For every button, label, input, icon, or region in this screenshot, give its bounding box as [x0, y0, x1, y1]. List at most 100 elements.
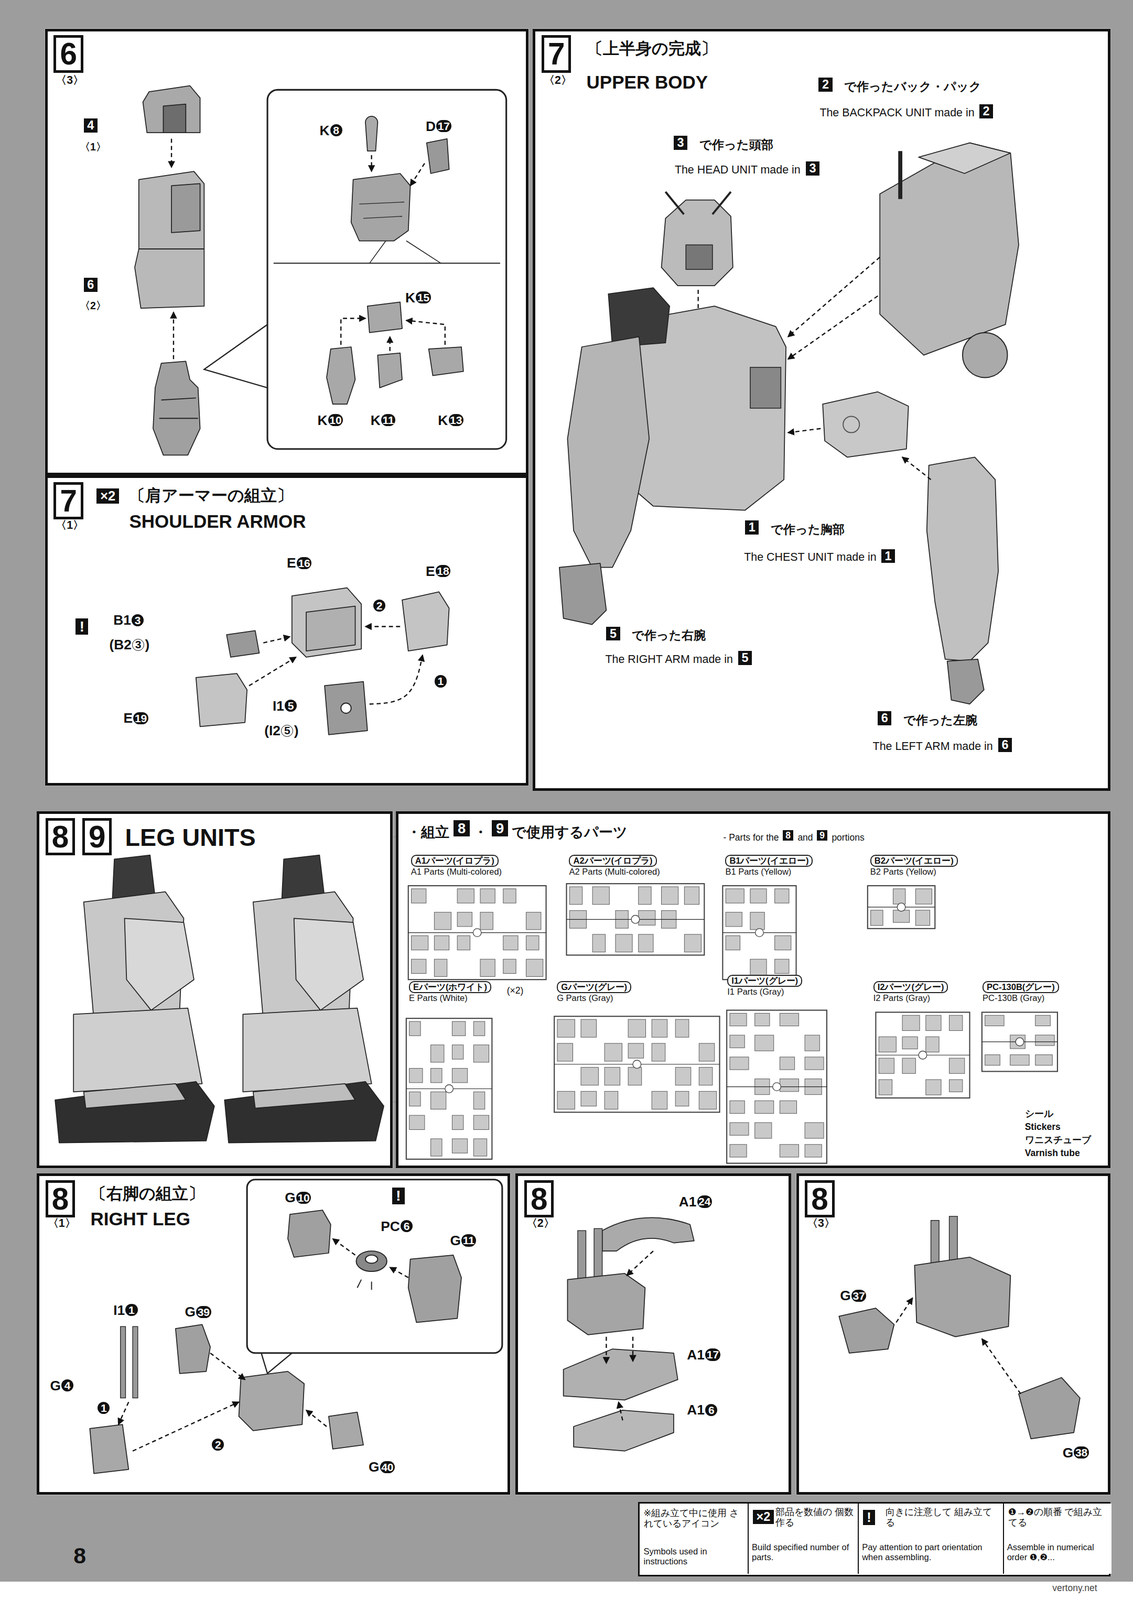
part-number: G11: [449, 1233, 478, 1249]
part-text: 13: [448, 414, 464, 427]
part-text: 38: [1073, 1447, 1089, 1460]
watermark: vertony.net: [1051, 1583, 1098, 1594]
drawing: [503, 959, 516, 974]
drawing: [445, 1085, 454, 1094]
callout-text: で作った左腕: [902, 713, 979, 728]
drawing: [557, 1043, 573, 1062]
part-number: G37: [838, 1288, 868, 1304]
drawing: [1015, 1038, 1024, 1047]
drawing: [503, 889, 516, 904]
drawing: [915, 910, 930, 926]
drawing: [410, 163, 425, 187]
step-panel: 7〈2〉〔上半身の完成〕UPPER BODY: [532, 28, 1111, 792]
part-text: 17: [436, 120, 451, 133]
reference-number: 8: [782, 830, 794, 841]
drawing: [1035, 1035, 1055, 1046]
drawing: [118, 1402, 129, 1426]
sprue-caption-box: A2パーツ(イロプラ)A2 Parts (Multi-colored): [568, 855, 660, 878]
drawing: [698, 1067, 713, 1086]
drawing: [526, 935, 539, 951]
drawing: [83, 1084, 187, 1109]
drawing: [914, 1257, 1011, 1338]
drawing: [210, 1353, 245, 1381]
callout-text: The LEFT ARM made in: [871, 740, 995, 754]
step-number: 8: [45, 1180, 75, 1218]
drawing: [408, 1255, 462, 1324]
reference-number: 9: [491, 820, 508, 837]
part-text: G: [284, 1190, 296, 1206]
drawing: [838, 1308, 894, 1354]
drawing: [473, 1115, 489, 1130]
drawing: [409, 1069, 423, 1084]
drawing: [788, 257, 880, 338]
drawing: [434, 912, 451, 931]
drawing: [580, 1091, 597, 1107]
drawing: [754, 1035, 774, 1052]
drawing: [926, 457, 999, 662]
drawing: [159, 417, 199, 419]
reference-number: 2: [979, 104, 994, 119]
reference-number: 6: [998, 738, 1012, 753]
step-title: SHOULDER ARMOR: [128, 511, 306, 533]
sprue-caption: A1 Parts (Multi-colored): [411, 867, 502, 878]
page-number: 8: [73, 1543, 86, 1570]
drawing: [774, 959, 790, 974]
drawing: [326, 347, 356, 405]
parts-heading: and: [797, 832, 813, 844]
drawing: [430, 1045, 445, 1063]
drawing: [804, 1123, 824, 1139]
drawing: [675, 1019, 689, 1038]
sprue-caption: A2パーツ(イロプラ): [568, 855, 657, 868]
drawing: [294, 918, 364, 1011]
sprue-caption: A1パーツ(イロプラ): [411, 855, 499, 868]
drawing: [892, 910, 910, 923]
part-number: E16: [285, 555, 314, 571]
part-text: I1: [272, 698, 285, 715]
drawing: [242, 1008, 372, 1093]
drawing: [772, 1083, 782, 1092]
part-text: 17: [705, 1349, 720, 1362]
drawing: [985, 1055, 1001, 1066]
sprue-caption: B1 Parts (Yellow): [725, 867, 813, 878]
drawing: [684, 934, 701, 953]
part-text: 37: [851, 1290, 867, 1303]
drawing: [124, 918, 194, 1011]
step-panel: 8〈2〉: [515, 1173, 792, 1496]
part-number: E19: [122, 710, 150, 727]
drawing: [1010, 1055, 1030, 1066]
sprue-caption-box: I2パーツ(グレー)I2 Parts (Gray): [873, 981, 949, 1004]
part-number: A124: [677, 1194, 715, 1211]
sprue-caption: I2 Parts (Gray): [873, 993, 949, 1004]
drawing: [750, 959, 767, 977]
drawing: [580, 1067, 599, 1086]
drawing: [878, 1080, 892, 1096]
drawing: [774, 889, 790, 904]
reference-number: 1: [881, 549, 895, 564]
part-text: 2: [373, 599, 386, 612]
step-number: 8: [45, 818, 75, 856]
drawing: [367, 301, 403, 333]
drawing: [577, 1231, 587, 1282]
drawing: [896, 1298, 913, 1324]
drawing: [153, 361, 201, 456]
part-text: E: [425, 563, 436, 580]
drawing: [249, 657, 297, 687]
part-text: 1: [434, 675, 447, 688]
reference-number: 5: [606, 627, 620, 642]
part-number: E18: [424, 563, 452, 580]
callout-text: で作ったバック・パック: [843, 79, 983, 94]
sub-step: 〈2〉: [79, 299, 107, 312]
part-text: A1: [686, 1347, 705, 1364]
callout-text: で作った胸部: [769, 522, 846, 537]
drawing: [878, 1058, 894, 1074]
part-text: 3: [132, 639, 145, 652]
accessory-name: シール: [1023, 1108, 1055, 1120]
sprue-caption: Gパーツ(グレー): [556, 981, 632, 994]
drawing: [788, 296, 878, 360]
drawing: [409, 1021, 421, 1037]
part-text: I1: [113, 1302, 125, 1319]
part-text: K: [437, 412, 448, 429]
legend-icon: !: [862, 1510, 876, 1526]
drawing: [120, 1326, 126, 1399]
drawing: [161, 397, 197, 401]
